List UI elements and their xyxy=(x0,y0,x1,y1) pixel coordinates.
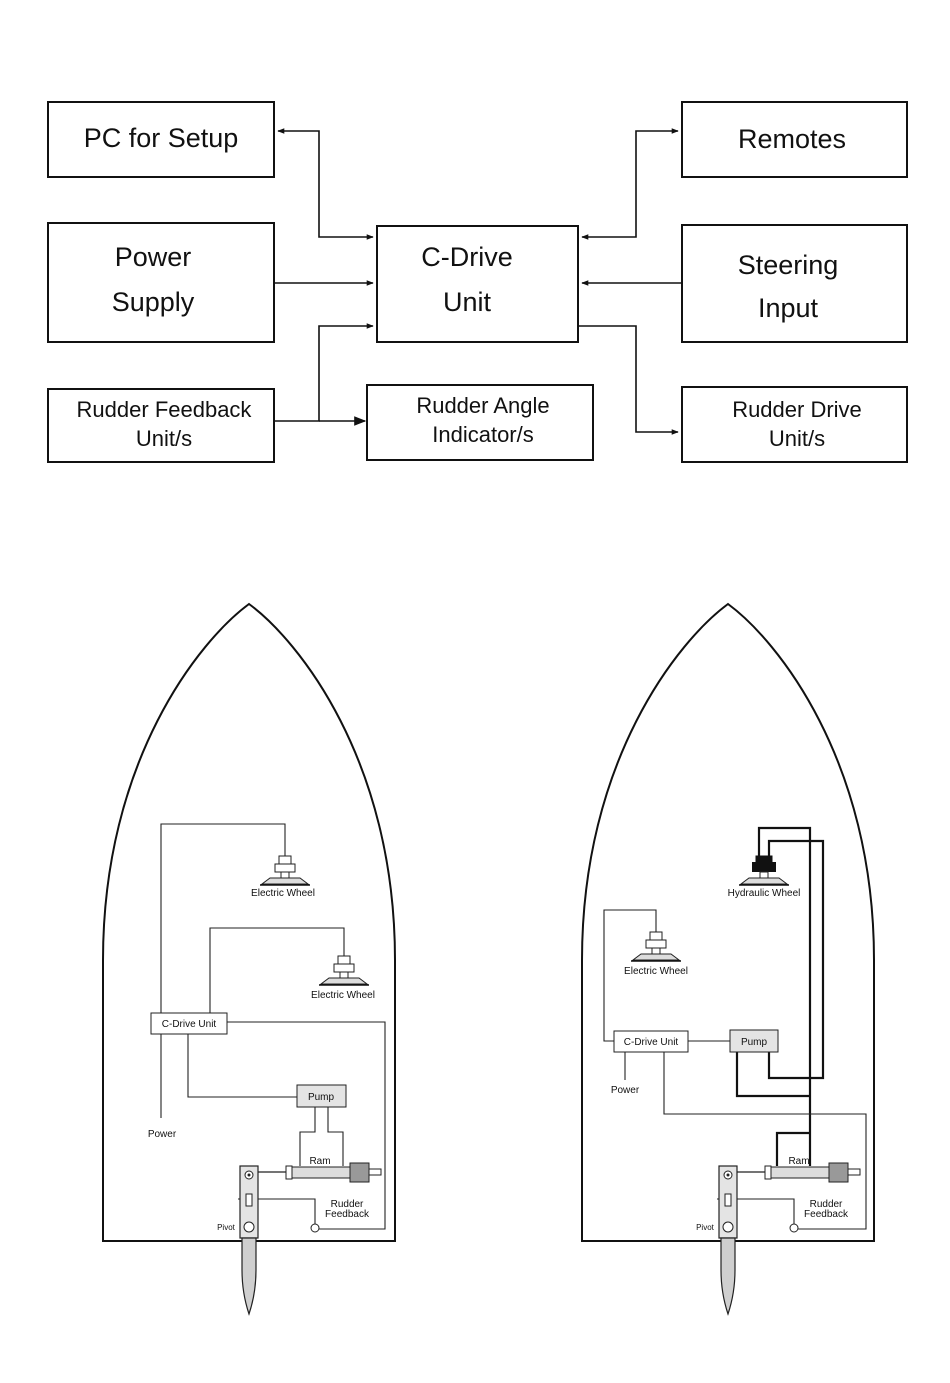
left-electric-wheel-2-label: Electric Wheel xyxy=(311,990,375,1001)
right-hydraulic-wheel-label: Hydraulic Wheel xyxy=(728,888,801,899)
rudder-feedback-box: Rudder Feedback Unit/s xyxy=(48,389,274,462)
right-ram-label: Ram xyxy=(788,1156,809,1167)
right-hydraulic-wheel-icon xyxy=(739,856,789,885)
power-supply-label-line2: Supply xyxy=(112,287,195,317)
left-pump-label: Pump xyxy=(308,1092,335,1103)
connector-remotes-cdrive xyxy=(582,131,678,237)
right-pump-label: Pump xyxy=(741,1037,768,1048)
steering-input-label-line2: Input xyxy=(758,293,819,323)
rudder-drive-box: Rudder Drive Unit/s xyxy=(682,387,907,462)
pc-setup-label: PC for Setup xyxy=(84,123,239,153)
left-power-wire xyxy=(161,824,285,1118)
left-electric-wheel-1-label: Electric Wheel xyxy=(251,888,315,899)
steering-input-box: Steering Input xyxy=(682,225,907,342)
left-pivot-label: Pivot xyxy=(217,1223,236,1232)
cdrive-label-line1: C-Drive xyxy=(421,242,513,272)
steering-input-label-line1: Steering xyxy=(738,250,839,280)
right-pivot-label: Pivot xyxy=(696,1223,715,1232)
right-electric-wheel-label: Electric Wheel xyxy=(624,966,688,977)
rudder-angle-box: Rudder Angle Indicator/s xyxy=(367,385,593,460)
left-power-label: Power xyxy=(148,1129,177,1140)
right-cdrive-unit-label: C-Drive Unit xyxy=(624,1037,679,1048)
left-ram-label: Ram xyxy=(309,1156,330,1167)
right-boat-diagram: Hydraulic Wheel Electric Wheel C-Drive U… xyxy=(582,604,874,1314)
left-feedback-sensor xyxy=(311,1224,319,1232)
rudder-feedback-label-line1: Rudder Feedback xyxy=(77,397,253,422)
rudder-drive-label-line2: Unit/s xyxy=(769,426,825,451)
rudder-angle-label-line1: Rudder Angle xyxy=(416,393,549,418)
left-wheel2-wire xyxy=(210,928,344,1014)
right-feedback-sensor xyxy=(790,1224,798,1232)
power-supply-label-line1: Power xyxy=(115,242,192,272)
connector-feedback-cdrive xyxy=(274,326,373,421)
remotes-box: Remotes xyxy=(682,102,907,177)
rudder-angle-label-line2: Indicator/s xyxy=(432,422,534,447)
left-pump-wire xyxy=(188,1034,297,1097)
right-hull xyxy=(582,604,874,1241)
left-electric-wheel-2-icon xyxy=(319,956,369,985)
right-rudder-assembly xyxy=(719,1166,737,1314)
power-supply-box: Power Supply xyxy=(48,223,274,342)
right-rudder-feedback-label-2: Feedback xyxy=(804,1209,849,1220)
rudder-feedback-label-line2: Unit/s xyxy=(136,426,192,451)
left-boat-diagram: Electric Wheel Electric Wheel C-Drive Un… xyxy=(103,604,395,1314)
block-diagram: PC for Setup Power Supply Rudder Feedbac… xyxy=(48,102,907,462)
remotes-label: Remotes xyxy=(738,124,846,154)
right-hydraulic-line-c xyxy=(737,1052,810,1096)
right-electric-wheel-icon xyxy=(631,932,681,961)
cdrive-label-line2: Unit xyxy=(443,287,492,317)
cdrive-box: C-Drive Unit xyxy=(377,226,578,342)
right-power-label: Power xyxy=(611,1085,640,1096)
left-rudder-feedback-label-2: Feedback xyxy=(325,1209,370,1220)
left-electric-wheel-1-icon xyxy=(260,856,310,885)
left-hull xyxy=(103,604,395,1241)
left-rudder-assembly xyxy=(240,1166,258,1314)
left-cdrive-unit-label: C-Drive Unit xyxy=(162,1019,217,1030)
rudder-drive-label-line1: Rudder Drive xyxy=(732,397,862,422)
pc-setup-box: PC for Setup xyxy=(48,102,274,177)
connector-pc-cdrive xyxy=(278,131,373,237)
